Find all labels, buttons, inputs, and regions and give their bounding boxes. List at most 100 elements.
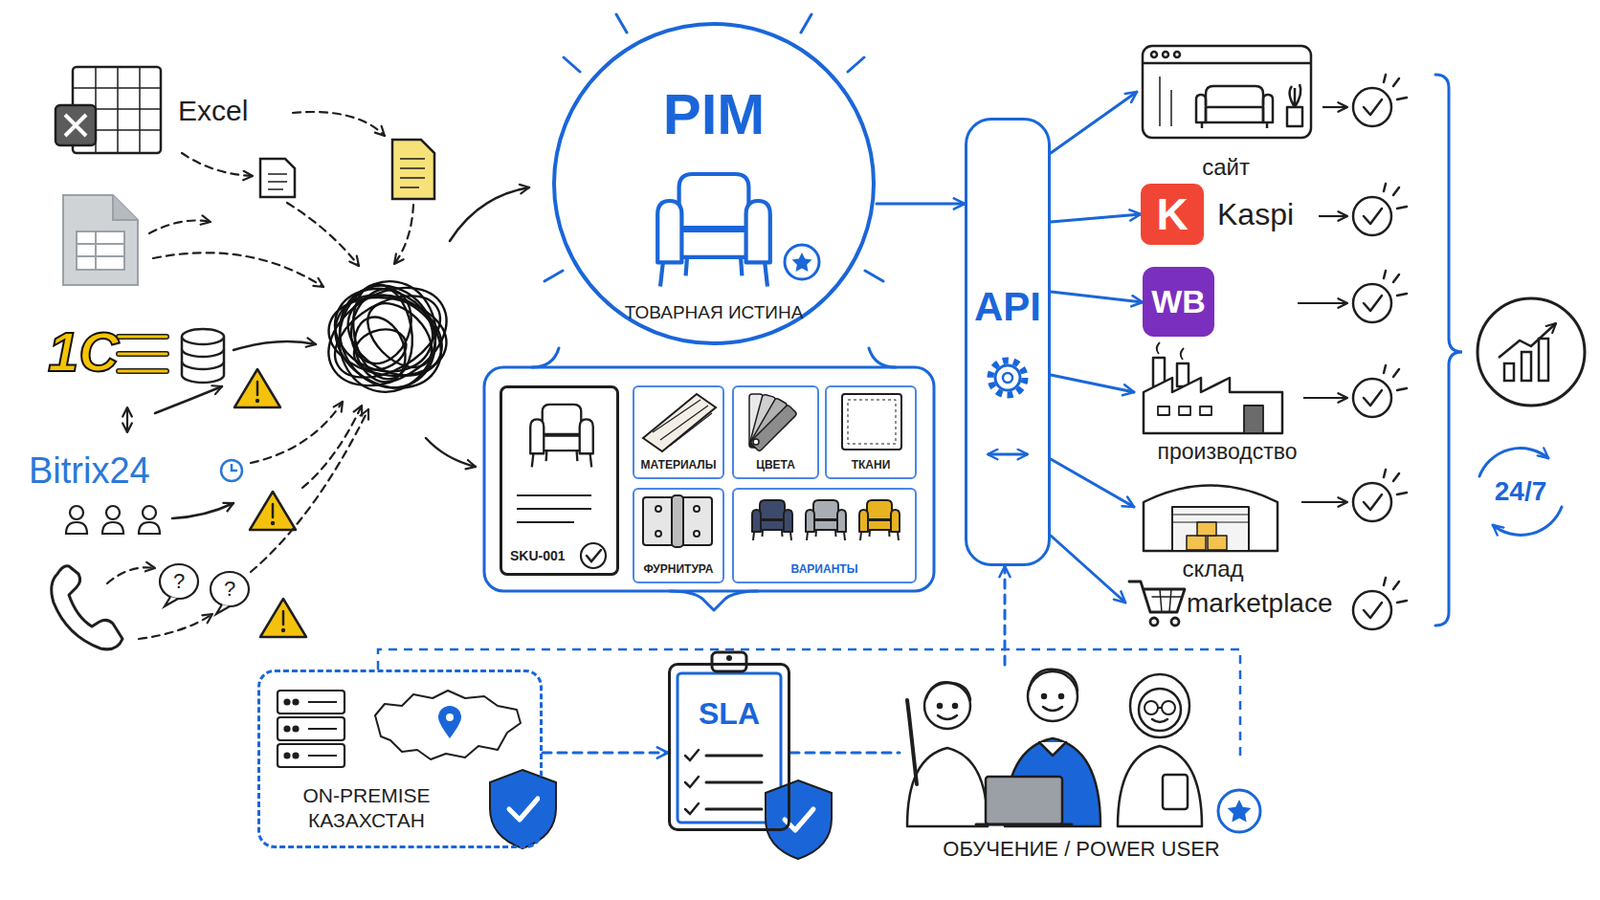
node-label: K <box>1140 183 1204 245</box>
pim-circle: PIMТОВАРНАЯ ИСТИНА <box>551 21 877 347</box>
check-mark <box>1383 365 1407 391</box>
user-icon <box>66 506 160 534</box>
check-mark <box>1353 197 1392 236</box>
flow-arrow <box>155 386 223 414</box>
warning-icon <box>249 491 296 531</box>
product-card-art <box>516 495 592 523</box>
node-label: ТОВАРНАЯ ИСТИНА <box>551 302 877 324</box>
swatch-fan-icon <box>750 404 798 452</box>
excel-icon <box>55 105 96 146</box>
user-icon <box>106 506 120 520</box>
people-illustration <box>937 704 942 709</box>
shield-icon <box>765 780 832 860</box>
connector <box>1050 535 1126 603</box>
flow-arrow <box>292 111 385 136</box>
node-label: МАТЕРИАЛЫ <box>640 458 716 472</box>
node-label: ФУРНИТУРА <box>644 562 714 577</box>
people-illustration <box>1027 671 1078 722</box>
hinge-icon <box>671 495 684 548</box>
flow-arrow <box>181 153 253 177</box>
people-illustration <box>953 704 957 709</box>
check-mark <box>1383 469 1407 495</box>
hinge-icon <box>643 495 712 548</box>
connector <box>876 202 965 206</box>
small-arrow <box>1297 302 1348 305</box>
warning-icon <box>281 628 286 633</box>
speech-bubble <box>159 564 249 615</box>
small-arrow <box>1297 107 1348 503</box>
factory-icon <box>1156 342 1184 360</box>
flow-arrow <box>425 438 476 467</box>
hinge-icon <box>681 497 712 546</box>
flow-arrow <box>287 202 359 267</box>
excel-icon <box>65 114 87 136</box>
chaos-tangle <box>311 267 464 406</box>
growth-icon <box>1538 338 1549 381</box>
pim-circle <box>554 23 874 344</box>
check-mark <box>1383 183 1407 209</box>
api-band: API <box>964 117 1051 567</box>
people-illustration <box>1117 746 1202 827</box>
growth-icon <box>1498 323 1556 358</box>
clock-icon <box>231 464 238 471</box>
small-arrow <box>1322 106 1348 109</box>
people-illustration <box>1144 701 1158 715</box>
flow-arrow <box>250 401 343 464</box>
website-icon <box>1196 94 1273 123</box>
product-card: SKU-001 <box>499 385 620 577</box>
channel-box: сайт <box>1136 42 1315 183</box>
fabric-icon <box>847 400 896 445</box>
variant-chairs <box>805 500 846 541</box>
website-icon <box>1289 84 1302 108</box>
warehouse-icon <box>1172 514 1249 523</box>
channel-box: производство <box>1133 346 1321 467</box>
label-box: ? <box>219 577 241 602</box>
warehouse-icon <box>1186 535 1206 551</box>
check-mark <box>1353 88 1392 127</box>
map-icon <box>375 690 521 760</box>
cart-icon <box>1152 589 1181 613</box>
wood-icon <box>643 394 716 452</box>
swatch-fan-icon <box>749 394 798 452</box>
connector <box>1050 291 1143 303</box>
chaos-tangle <box>331 273 445 400</box>
people-illustration <box>937 715 957 720</box>
wood-icon <box>643 394 716 452</box>
fabric-icon <box>842 394 902 450</box>
shield-icon <box>509 799 538 821</box>
flow-arrow <box>233 341 316 351</box>
people-illustration <box>907 700 917 785</box>
attribute-card: ВАРИАНТЫ <box>732 488 917 584</box>
gear-icon <box>990 360 1025 396</box>
factory-icon <box>1178 406 1191 416</box>
cycle-arrows <box>1479 448 1562 536</box>
node-label: ВАРИАНТЫ <box>791 562 859 577</box>
product-bracket <box>484 367 934 592</box>
check-mark <box>1353 483 1392 522</box>
clock-icon <box>221 460 243 482</box>
document-icon <box>260 139 435 200</box>
people-illustration <box>1152 719 1168 723</box>
growth-icon <box>1477 298 1585 406</box>
website-icon <box>1159 76 1172 127</box>
user-icon <box>142 506 156 520</box>
warning-icon <box>282 611 286 625</box>
hinge-icon <box>655 531 662 537</box>
sync-arrow <box>987 453 1028 457</box>
check-mark <box>1383 577 1407 603</box>
clipboard-art <box>711 652 747 672</box>
people-illustration <box>1059 694 1064 699</box>
people-illustration <box>1028 669 1078 691</box>
check-mark <box>1363 99 1382 115</box>
check-mark <box>1363 390 1382 406</box>
gear-icon <box>1002 373 1013 383</box>
pim-circle <box>784 244 820 280</box>
factory-icon <box>1157 406 1170 416</box>
cart-icon <box>1129 581 1185 626</box>
connector <box>1050 214 1141 223</box>
node-label: SKU-001 <box>510 548 566 564</box>
channel-box: KKaspi <box>1140 181 1313 247</box>
database-icon <box>181 329 224 345</box>
product-card-art <box>516 404 606 569</box>
warehouse-icon <box>1207 535 1227 551</box>
